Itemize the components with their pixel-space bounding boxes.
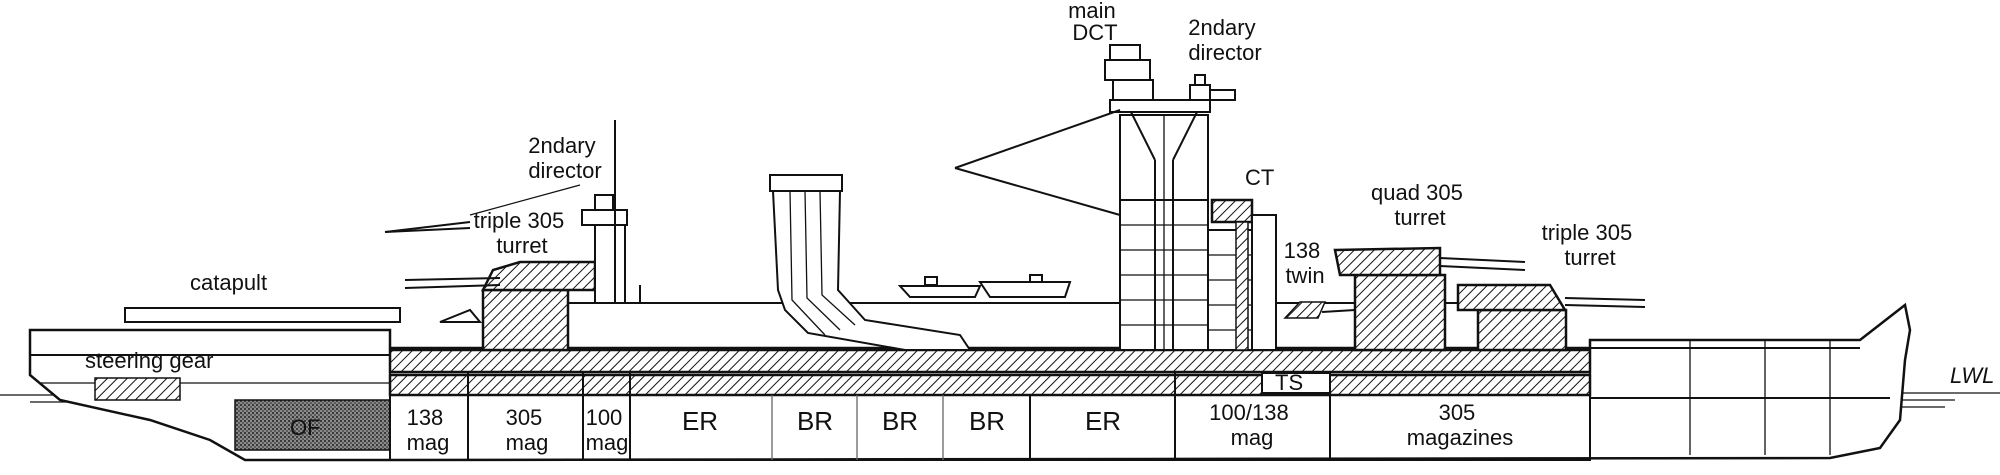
compartment-100-mag: 100 mag bbox=[586, 405, 629, 455]
catapult bbox=[124, 307, 483, 323]
label-main-dct: main DCT bbox=[1068, 0, 1122, 45]
aft-mast bbox=[384, 120, 641, 304]
label-triple-305-turret-fwd: triple 305 turret bbox=[1542, 220, 1639, 270]
compartment-er-aft: ER bbox=[682, 406, 718, 436]
label-twin-138: 138 twin bbox=[1284, 238, 1327, 288]
label-ct: CT bbox=[1245, 165, 1274, 190]
label-ts: TS bbox=[1275, 370, 1303, 395]
label-steering-gear: steering gear bbox=[85, 348, 213, 373]
compartment-br-3: BR bbox=[969, 406, 1005, 436]
label-secondary-director-fwd: 2ndary director bbox=[1188, 15, 1261, 65]
compartment-br-1: BR bbox=[797, 406, 833, 436]
citadel-box bbox=[389, 349, 1591, 461]
ships-boats bbox=[897, 274, 1072, 298]
label-of: OF bbox=[290, 415, 321, 440]
compartment-br-2: BR bbox=[882, 406, 918, 436]
armor-belt-band bbox=[388, 373, 1592, 397]
director-leader-aft bbox=[469, 184, 581, 216]
label-triple-305-turret-aft: triple 305 turret bbox=[474, 208, 571, 258]
label-catapult: catapult bbox=[190, 270, 267, 295]
label-secondary-director-aft: 2ndary director bbox=[528, 133, 601, 183]
compartment-100-138-mag: 100/138 mag bbox=[1209, 400, 1295, 450]
fwd-turret-triple-305 bbox=[1456, 283, 1646, 352]
twin-138-mount bbox=[1283, 301, 1356, 319]
steering-gear-compartment bbox=[94, 377, 181, 401]
compartment-305-mag-aft: 305 mag bbox=[506, 405, 549, 455]
forward-compartment-lines bbox=[1590, 340, 1890, 455]
compartment-separators bbox=[467, 372, 1331, 460]
armor-deck-band bbox=[388, 348, 1592, 374]
label-quad-305-turret: quad 305 turret bbox=[1371, 180, 1469, 230]
compartment-138-mag: 138 mag bbox=[407, 405, 450, 455]
label-lwl: LWL bbox=[1950, 363, 1994, 388]
funnel bbox=[769, 174, 972, 351]
aft-turret-triple-305 bbox=[404, 260, 597, 352]
quad-305-turret bbox=[1333, 246, 1526, 352]
waterline bbox=[0, 392, 2000, 408]
compartment-305-magazines: 305 magazines bbox=[1407, 400, 1513, 450]
compartment-er-fwd: ER bbox=[1085, 406, 1121, 436]
main-tower bbox=[954, 44, 1275, 351]
conning-tower bbox=[1210, 198, 1277, 351]
